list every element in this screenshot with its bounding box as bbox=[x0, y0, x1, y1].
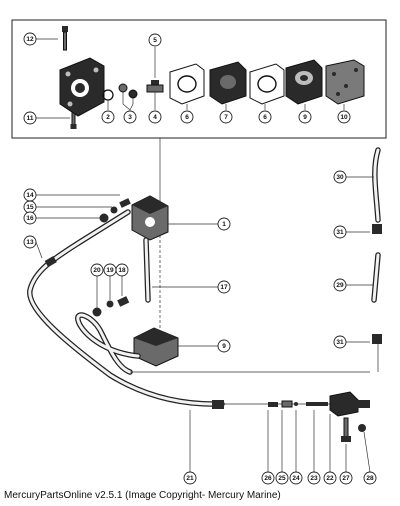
fuel-pump-1 bbox=[131, 195, 218, 241]
callout-27: 27 bbox=[339, 471, 353, 485]
svg-text:10: 10 bbox=[340, 114, 348, 121]
callout-29: 29 bbox=[333, 278, 347, 292]
svg-text:9: 9 bbox=[222, 343, 226, 350]
callout-7: 7 bbox=[219, 110, 233, 124]
callout-2: 2 bbox=[101, 110, 115, 124]
callout-30: 30 bbox=[333, 170, 347, 184]
svg-text:31: 31 bbox=[336, 229, 344, 236]
gasket-6a bbox=[169, 63, 205, 110]
svg-text:7: 7 bbox=[224, 114, 228, 121]
svg-text:22: 22 bbox=[326, 475, 334, 482]
svg-text:5: 5 bbox=[153, 37, 157, 44]
svg-text:23: 23 bbox=[310, 475, 318, 482]
diaphragm-10 bbox=[325, 59, 365, 110]
svg-text:2: 2 bbox=[106, 114, 110, 121]
callout-20: 20 bbox=[90, 263, 104, 277]
diaphragm-7 bbox=[209, 61, 247, 110]
copyright-footer: MercuryPartsOnline v2.5.1 (Image Copyrig… bbox=[4, 490, 281, 501]
callout-17: 17 bbox=[217, 280, 231, 294]
svg-text:28: 28 bbox=[366, 475, 374, 482]
fuel-hose-13 bbox=[27, 209, 225, 407]
fittings-14-16 bbox=[36, 194, 131, 223]
callout-31b: 31 bbox=[333, 335, 347, 349]
gasket-6b bbox=[249, 63, 285, 110]
svg-text:14: 14 bbox=[26, 192, 34, 199]
callout-1: 1 bbox=[217, 217, 231, 231]
svg-text:9: 9 bbox=[303, 114, 307, 121]
svg-text:16: 16 bbox=[26, 215, 34, 222]
svg-text:6: 6 bbox=[263, 114, 267, 121]
callout-5: 5 bbox=[148, 33, 162, 47]
callout-23: 23 bbox=[307, 471, 321, 485]
inset-box bbox=[11, 19, 387, 139]
callout-10: 10 bbox=[337, 110, 351, 124]
callout-25: 25 bbox=[275, 471, 289, 485]
fittings-18-20 bbox=[92, 276, 130, 317]
svg-text:11: 11 bbox=[27, 115, 34, 122]
svg-text:27: 27 bbox=[342, 475, 350, 482]
check-valve-3 bbox=[118, 83, 138, 111]
callout-31a: 31 bbox=[333, 225, 347, 239]
callout-22: 22 bbox=[323, 471, 337, 485]
svg-text:13: 13 bbox=[26, 239, 34, 246]
svg-text:30: 30 bbox=[336, 174, 344, 181]
valve-retainer-4 bbox=[146, 47, 164, 110]
svg-text:26: 26 bbox=[264, 475, 272, 482]
callout-15: 15 bbox=[23, 200, 37, 214]
svg-text:24: 24 bbox=[292, 475, 300, 482]
callout-3: 3 bbox=[123, 110, 137, 124]
callout-19: 19 bbox=[103, 263, 117, 277]
callout-16: 16 bbox=[23, 211, 37, 225]
callout-21: 21 bbox=[183, 471, 197, 485]
svg-text:6: 6 bbox=[185, 114, 189, 121]
svg-text:29: 29 bbox=[336, 282, 344, 289]
fuel-pump-lower-9 bbox=[133, 327, 218, 367]
callout-13: 13 bbox=[23, 235, 37, 249]
callout-4: 4 bbox=[148, 110, 162, 124]
valve-assembly-22 bbox=[224, 391, 370, 442]
svg-text:12: 12 bbox=[26, 36, 34, 43]
callout-11: 11 bbox=[23, 111, 37, 125]
screw-12 bbox=[36, 26, 68, 51]
pump-body-9 bbox=[285, 59, 323, 110]
pump-cover bbox=[59, 57, 105, 117]
svg-text:18: 18 bbox=[118, 267, 126, 274]
svg-text:19: 19 bbox=[106, 267, 114, 274]
callout-6b: 6 bbox=[258, 110, 272, 124]
callout-28: 28 bbox=[363, 471, 377, 485]
callout-9b: 9 bbox=[217, 339, 231, 353]
callout-14: 14 bbox=[23, 188, 37, 202]
svg-text:31: 31 bbox=[336, 339, 344, 346]
svg-text:3: 3 bbox=[128, 114, 132, 121]
callout-26: 26 bbox=[261, 471, 275, 485]
o-ring-2 bbox=[102, 89, 114, 110]
svg-text:15: 15 bbox=[26, 204, 34, 211]
svg-text:25: 25 bbox=[278, 475, 286, 482]
svg-text:17: 17 bbox=[220, 284, 228, 291]
svg-text:21: 21 bbox=[186, 475, 194, 482]
callout-24: 24 bbox=[289, 471, 303, 485]
callout-9a: 9 bbox=[298, 110, 312, 124]
svg-text:4: 4 bbox=[153, 114, 157, 121]
callout-18: 18 bbox=[115, 263, 129, 277]
svg-text:1: 1 bbox=[222, 221, 226, 228]
callout-6a: 6 bbox=[180, 110, 194, 124]
svg-text:20: 20 bbox=[93, 267, 101, 274]
callout-12: 12 bbox=[23, 32, 37, 46]
